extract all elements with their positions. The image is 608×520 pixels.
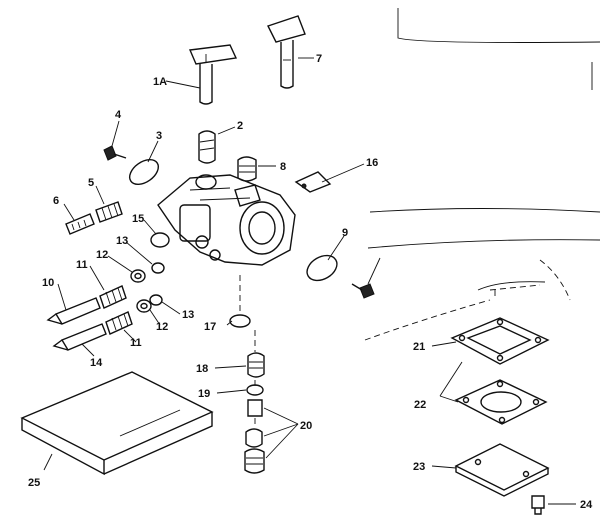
label-3: 3 bbox=[156, 130, 162, 142]
part-spring-18 bbox=[247, 352, 265, 378]
part-washer-12-top bbox=[130, 269, 146, 283]
label-23: 23 bbox=[413, 461, 425, 473]
label-17: 17 bbox=[204, 321, 216, 333]
part-needle-14 bbox=[52, 323, 107, 351]
part-spring-5 bbox=[95, 201, 123, 223]
part-screw-24 bbox=[531, 495, 545, 515]
label-7: 7 bbox=[316, 53, 322, 65]
part-washer-13-bottom bbox=[149, 294, 163, 306]
label-21: 21 bbox=[413, 341, 425, 353]
part-washer-12-bottom bbox=[136, 299, 152, 313]
part-cover-23 bbox=[454, 443, 550, 497]
part-spring-8 bbox=[237, 156, 257, 182]
part-carburetor-body bbox=[157, 174, 296, 266]
part-screw-4-right bbox=[351, 283, 375, 299]
label-13-bottom: 13 bbox=[182, 309, 194, 321]
part-seal-15 bbox=[150, 232, 170, 248]
label-4-top: 4 bbox=[115, 109, 122, 121]
part-labels: 1A 2 3 4 5 6 7 8 9 10 11 11 12 12 13 13 … bbox=[28, 53, 593, 511]
label-20: 20 bbox=[300, 420, 312, 432]
part-throttle-shaft-1a bbox=[188, 44, 238, 105]
part-choke-shaft-7 bbox=[267, 15, 306, 89]
label-5: 5 bbox=[88, 177, 94, 189]
part-filter-pad-25 bbox=[20, 371, 214, 476]
part-diaphragm-22 bbox=[454, 379, 548, 425]
part-fitting-20a bbox=[247, 399, 263, 417]
label-8: 8 bbox=[280, 161, 286, 173]
label-13-top: 13 bbox=[116, 235, 128, 247]
leader-lines bbox=[43, 57, 576, 505]
label-24: 24 bbox=[580, 499, 593, 511]
part-gasket-21 bbox=[450, 317, 550, 365]
part-spring-11-bottom bbox=[105, 311, 133, 335]
part-choke-lever-16 bbox=[294, 171, 332, 193]
part-spring-2 bbox=[198, 130, 216, 164]
label-12-top: 12 bbox=[96, 249, 108, 261]
label-18: 18 bbox=[196, 363, 208, 375]
label-19: 19 bbox=[198, 388, 210, 400]
label-15: 15 bbox=[132, 213, 144, 225]
part-washer-13-top bbox=[151, 262, 165, 274]
label-2: 2 bbox=[237, 120, 243, 132]
label-10: 10 bbox=[42, 277, 54, 289]
label-14: 14 bbox=[90, 357, 103, 369]
part-fitting-20c bbox=[244, 448, 265, 474]
part-spring-11-top bbox=[99, 285, 127, 309]
part-plug-17 bbox=[229, 314, 251, 328]
label-16: 16 bbox=[366, 157, 378, 169]
part-washer-19 bbox=[246, 384, 264, 396]
label-22: 22 bbox=[414, 399, 426, 411]
part-throttle-plate-3 bbox=[128, 158, 160, 186]
part-needle-10 bbox=[46, 297, 101, 325]
part-screw-6 bbox=[65, 213, 95, 235]
label-11-bottom: 11 bbox=[130, 337, 142, 349]
label-12-bottom: 12 bbox=[156, 321, 168, 333]
label-11-top: 11 bbox=[76, 259, 88, 271]
label-9: 9 bbox=[342, 227, 348, 239]
label-6: 6 bbox=[53, 195, 59, 207]
scan-artifacts bbox=[364, 8, 601, 341]
part-screw-4-top bbox=[103, 145, 127, 161]
label-25: 25 bbox=[28, 477, 40, 489]
part-choke-plate-9 bbox=[306, 254, 338, 282]
label-1a: 1A bbox=[153, 76, 167, 88]
part-fitting-20b bbox=[245, 428, 263, 448]
